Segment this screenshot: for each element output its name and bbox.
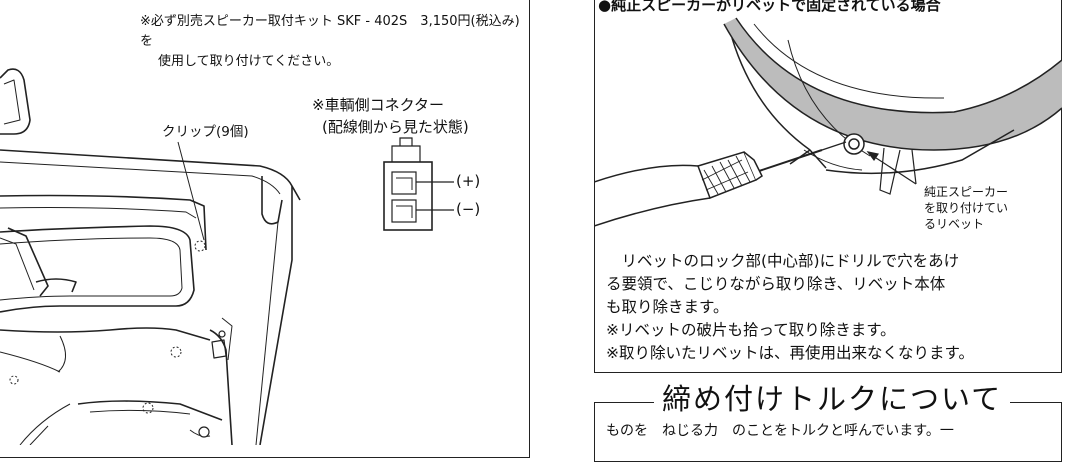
note-line: ※取り除いたリベットは、再使用出来なくなります。	[606, 344, 974, 362]
instruction-line: も取り除きます。	[606, 298, 729, 316]
clip-label: クリップ(9個)	[162, 124, 249, 140]
note-line: ※リベットの破片も拾って取り除きます。	[606, 321, 896, 339]
rivet-removal-panel	[594, 0, 1062, 373]
plus-terminal-label: (+)	[456, 172, 481, 190]
instruction-line: リベットのロック部(中心部)にドリルで穴をあけ	[606, 252, 960, 270]
rivet-callout: 純正スピーカー を取り付けてい るリベット	[924, 184, 1008, 232]
notice-line-2: 使用して取り付けてください。	[158, 54, 340, 69]
connector-title: ※車輌側コネクター	[312, 96, 444, 114]
torque-section-title: 締め付けトルクについて	[654, 382, 1011, 416]
rivet-drill-illustration	[594, 17, 1062, 227]
instruction-line: る要領で、こじりながら取り除き、リベット本体	[606, 275, 946, 293]
rivet-instructions: リベットのロック部(中心部)にドリルで穴をあけ る要領で、こじりながら取り除き、…	[606, 250, 1054, 365]
speaker-kit-notice: ※必ず別売スピーカー取付キット SKF - 402S 3,150円(税込み)を …	[140, 12, 525, 72]
rivet-callout-line: を取り付けてい	[924, 201, 1009, 215]
rivet-callout-line: るリベット	[924, 217, 985, 231]
door-trim-illustration	[0, 68, 454, 445]
minus-terminal-label: (−)	[456, 200, 481, 218]
rivet-callout-line: 純正スピーカー	[924, 185, 1009, 199]
rivet-heading: ●純正スピーカーがリベットで固定されている場合	[598, 0, 941, 14]
torque-section-text: ものを ねじる力 のことをトルクと呼んでいます。一	[606, 423, 954, 439]
connector-subtitle: (配線側から見た状態)	[322, 118, 469, 136]
notice-line-1: ※必ず別売スピーカー取付キット SKF - 402S 3,150円(税込み)を	[140, 14, 520, 49]
